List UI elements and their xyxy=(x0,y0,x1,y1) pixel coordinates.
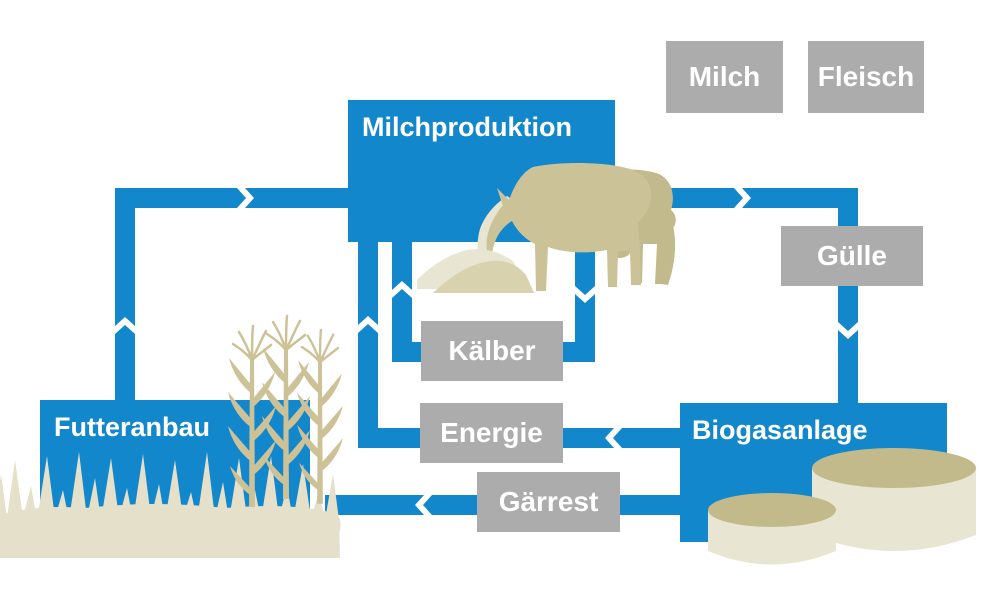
cow-ear xyxy=(497,188,509,206)
corn-plants-illustration xyxy=(226,314,344,507)
grazing-cows-illustration xyxy=(417,163,676,293)
node-energie: Energie xyxy=(420,403,563,463)
node-gaerrest: Gärrest xyxy=(477,472,620,532)
node-gaerrest-label: Gärrest xyxy=(498,486,599,517)
node-milch-label: Milch xyxy=(688,61,761,92)
biogas-tank-large xyxy=(812,448,976,551)
node-guelle: Gülle xyxy=(781,226,923,286)
node-biogasanlage-label: Biogasanlage xyxy=(692,415,868,445)
flow-energie-riser-vertical xyxy=(358,242,378,448)
flow-kaelber-loop-left-vertical xyxy=(392,242,412,362)
cow-tail xyxy=(661,216,676,285)
node-milchproduktion-label: Milchproduktion xyxy=(362,112,572,142)
node-kaelber-label: Kälber xyxy=(448,335,536,366)
node-futteranbau-label: Futteranbau xyxy=(54,412,211,442)
flow-futteranbau-to-milchproduktion-vertical xyxy=(115,188,135,400)
node-kaelber: Kälber xyxy=(421,321,563,381)
biogas-tank-small xyxy=(708,493,836,565)
grass-meadow-illustration xyxy=(0,452,341,558)
flow-futteranbau-to-milchproduktion-horizontal xyxy=(115,188,348,208)
node-fleisch-label: Fleisch xyxy=(817,61,915,92)
node-fleisch: Fleisch xyxy=(808,41,924,113)
biogas-tanks-illustration xyxy=(708,448,976,565)
feed-pile xyxy=(417,249,534,293)
node-milch: Milch xyxy=(666,41,783,113)
node-guelle-label: Gülle xyxy=(816,240,887,271)
flow-milchproduktion-to-biogasanlage-horizontal xyxy=(615,188,858,208)
node-energie-label: Energie xyxy=(440,417,543,448)
grass-mound xyxy=(0,504,341,551)
flow-guelle-vertical xyxy=(838,188,858,403)
